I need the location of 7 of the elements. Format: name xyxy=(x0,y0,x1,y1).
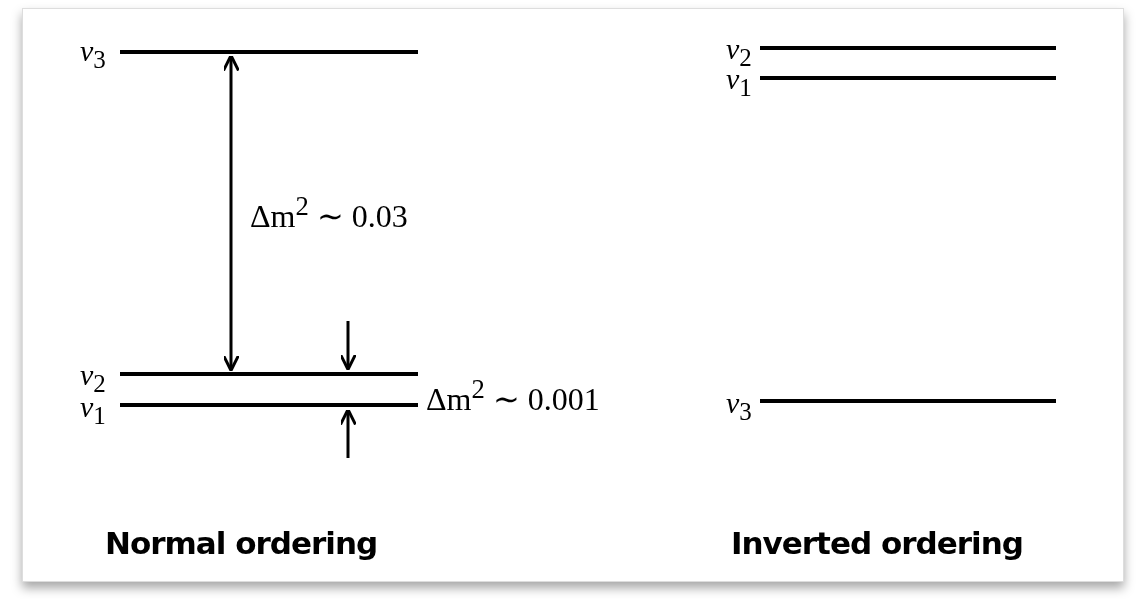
heading: Inverted ordering xyxy=(731,528,1023,559)
mass-difference-label: Δm$^{2}$ ∼ 0.03 xyxy=(250,193,408,232)
level-label: ν$_{3}$ xyxy=(80,36,106,72)
mass-difference-label: Δm$^{2}$ ∼ 0.001 xyxy=(426,376,600,415)
level-label: ν$_{2}$ xyxy=(726,34,752,70)
level-label: ν$_{3}$ xyxy=(726,388,752,424)
heading: Normal ordering xyxy=(105,528,378,559)
